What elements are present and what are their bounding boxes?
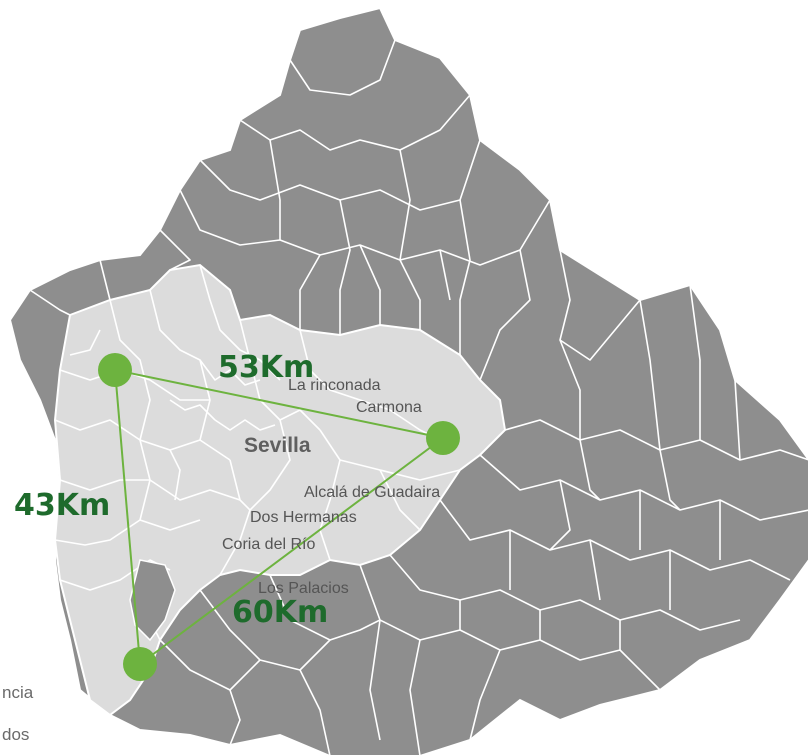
- label-dos-hermanas: Dos Hermanas: [250, 509, 357, 526]
- route-left: [114, 369, 141, 665]
- route-node-west[interactable]: [98, 353, 132, 387]
- left-edge-text-2: dos: [2, 725, 29, 744]
- enclave: [129, 559, 176, 642]
- route-node-south[interactable]: [123, 647, 157, 681]
- municipal-borders: [29, 39, 809, 756]
- distance-bottom: 60Km: [232, 595, 328, 630]
- label-sevilla: Sevilla: [244, 434, 311, 457]
- label-los-palacios: Los Palacios: [258, 580, 349, 597]
- route-bottom: [139, 437, 444, 665]
- route-node-east[interactable]: [426, 421, 460, 455]
- route-triangle: [114, 369, 444, 665]
- distance-top: 53Km: [218, 350, 314, 385]
- distance-left: 43Km: [14, 488, 110, 523]
- left-edge-text-1: ncia: [2, 683, 34, 702]
- label-la-rinconada: La rinconada: [288, 377, 381, 394]
- label-carmona: Carmona: [356, 399, 422, 416]
- label-alcala-de-guadaira: Alcalá de Guadaira: [304, 484, 440, 501]
- route-top: [114, 369, 444, 439]
- label-coria-del-rio: Coria del Río: [222, 536, 315, 553]
